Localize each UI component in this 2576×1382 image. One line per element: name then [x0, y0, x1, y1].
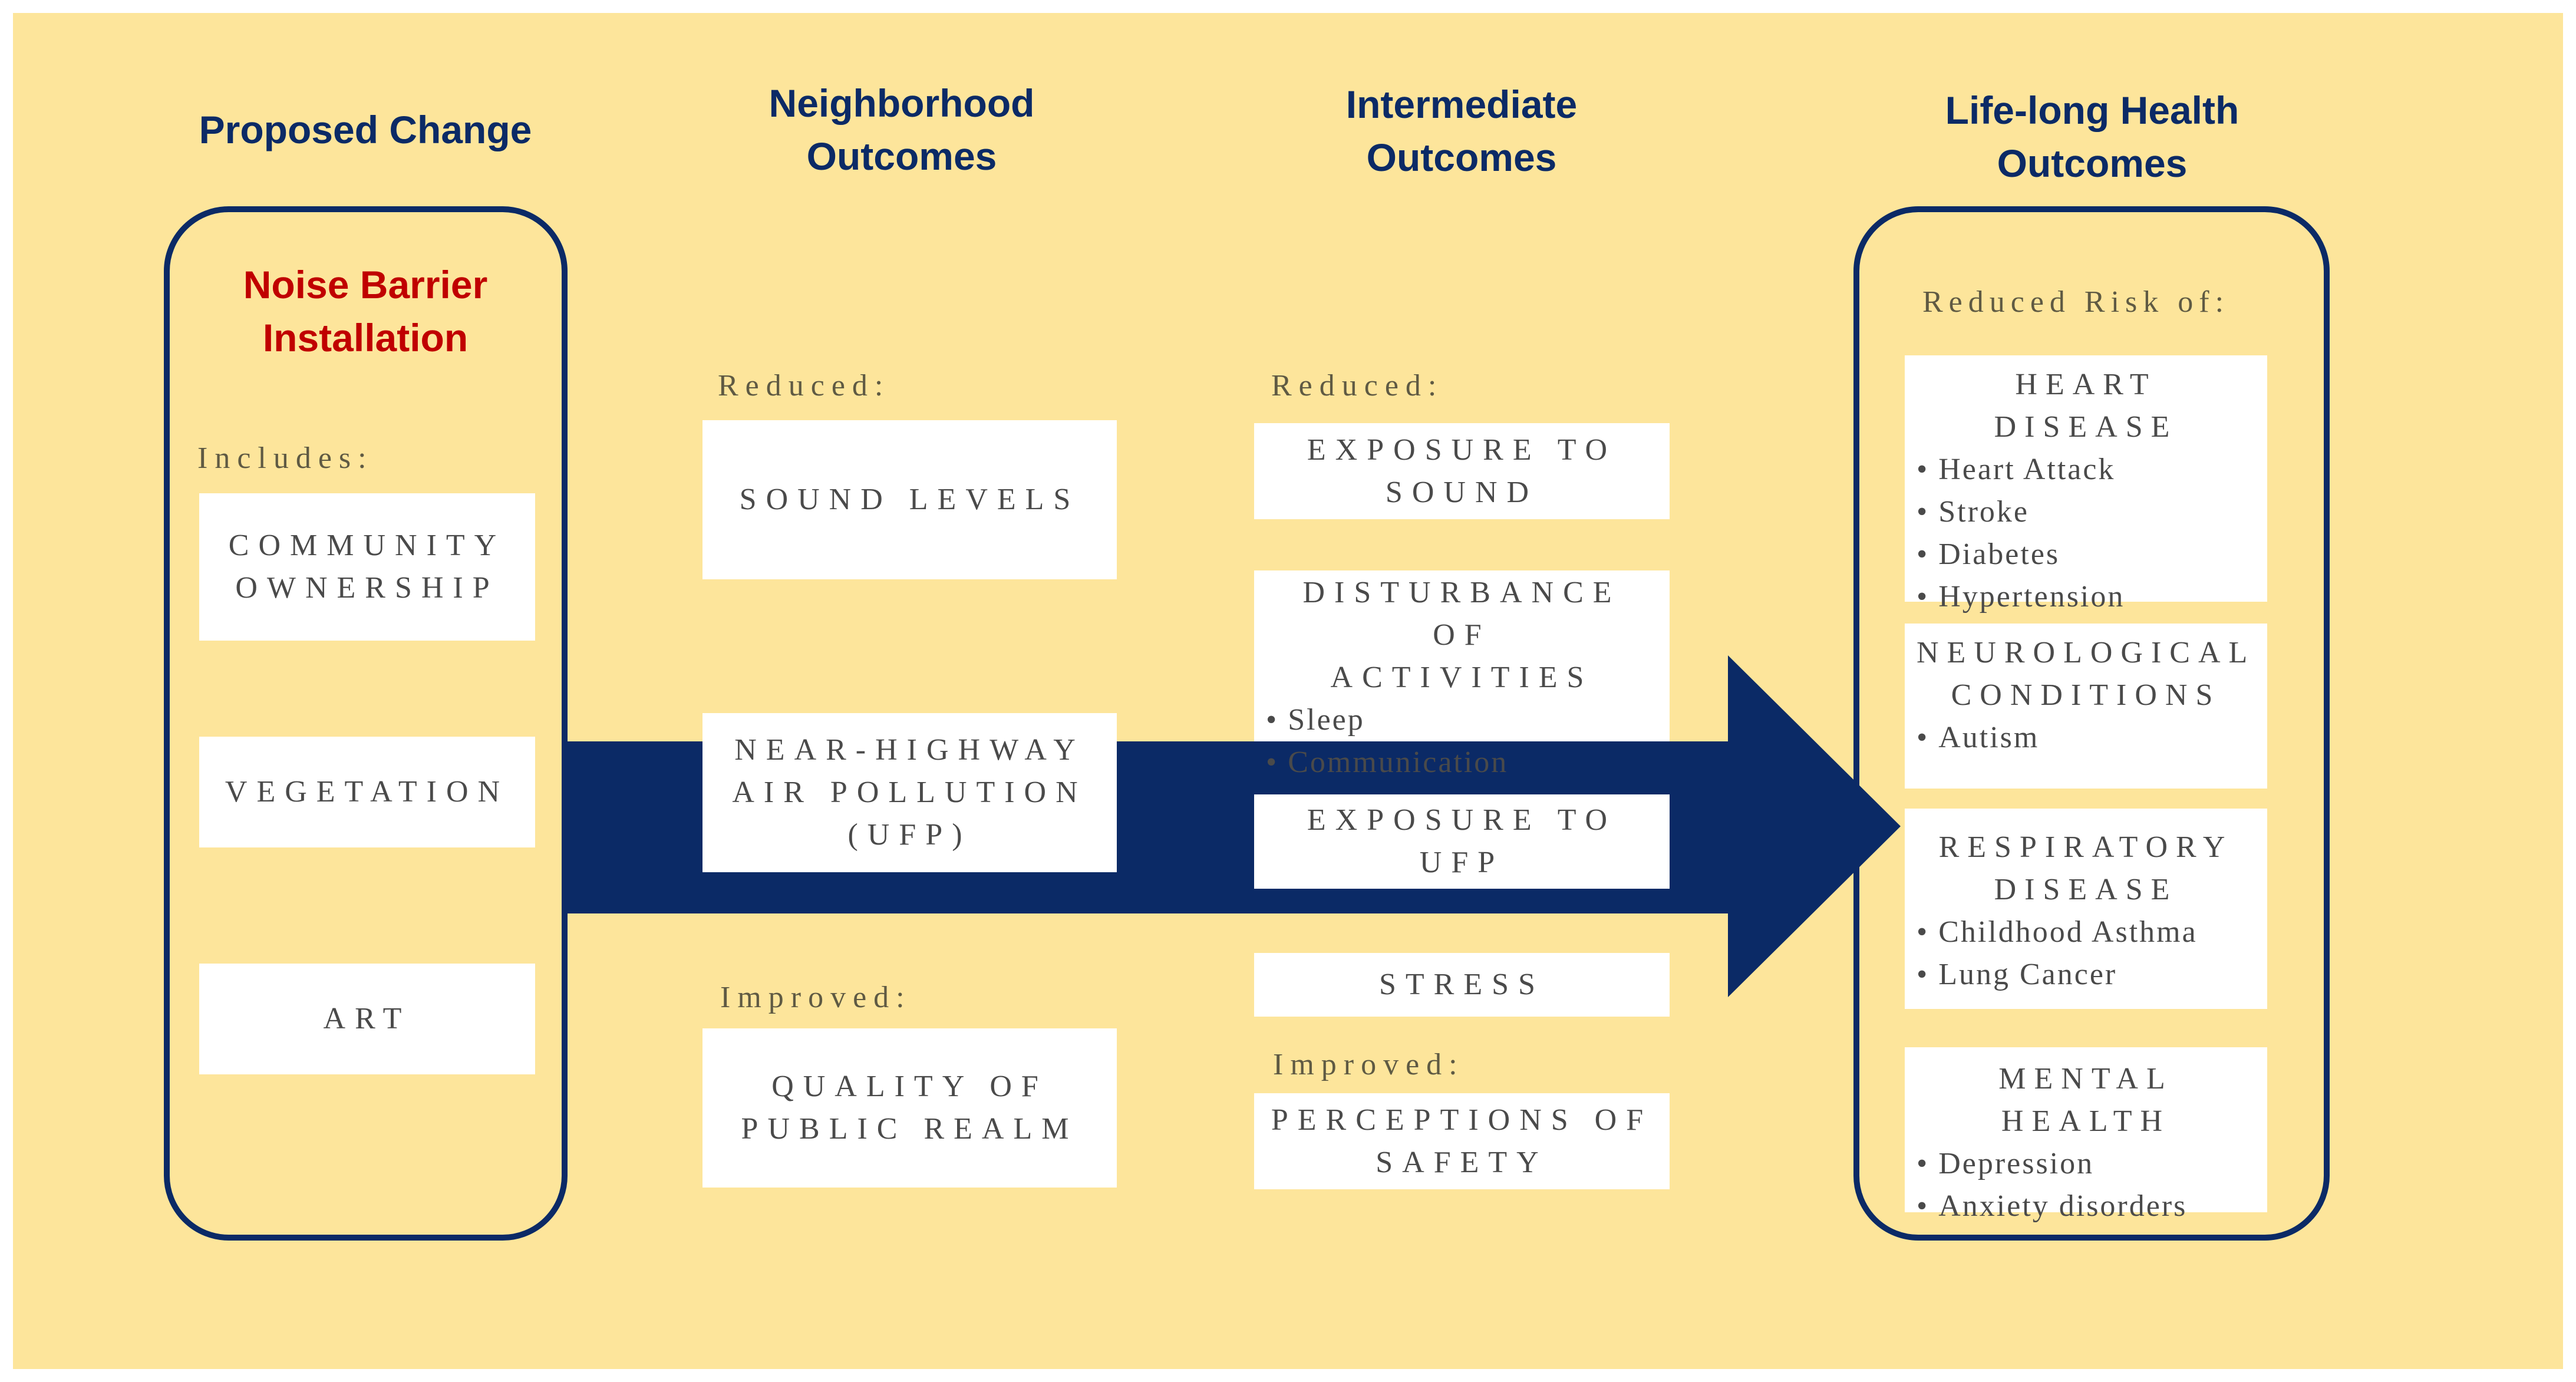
box-quality-public-realm: QUALITY OF PUBLIC REALM	[702, 1028, 1117, 1188]
header-lifelong-line-1: Life-long Health	[1945, 88, 2239, 132]
box-disturbance-of-activities: DISTURBANCE OF ACTIVITIES Sleep Communic…	[1254, 570, 1670, 779]
box-respiratory-disease: RESPIRATORY DISEASE Childhood Asthma Lun…	[1905, 809, 2267, 1009]
header-neighborhood-line-1: Neighborhood	[768, 81, 1035, 125]
box-exposure-to-sound: EXPOSURE TO SOUND	[1254, 423, 1670, 519]
bullet-lung-cancer: Lung Cancer	[1917, 954, 2255, 996]
header-proposed-line: Proposed Change	[199, 108, 532, 151]
exposure-sound-line-2: SOUND	[1385, 475, 1539, 509]
neighborhood-improved-label: Improved:	[720, 981, 912, 1014]
header-proposed-change: Proposed Change	[159, 103, 572, 156]
item-community-ownership: COMMUNITY OWNERSHIP	[199, 493, 535, 641]
heart-disease-title: HEART DISEASE	[1994, 368, 2178, 444]
header-neighborhood-outcomes: Neighborhood Outcomes	[695, 77, 1108, 183]
box-mental-health: MENTAL HEALTH Depression Anxiety disorde…	[1905, 1047, 2267, 1223]
proposed-title-line-1: Noise Barrier	[243, 263, 488, 306]
air-pollution-line-2: AIR POLLUTION	[732, 776, 1087, 809]
mental-health-title: MENTAL HEALTH	[1998, 1062, 2173, 1138]
public-realm-line-1: QUALITY OF	[771, 1070, 1048, 1103]
bullet-hypertension: Hypertension	[1917, 576, 2255, 618]
item-art: ART	[199, 964, 535, 1074]
box-perceptions-of-safety: PERCEPTIONS OF SAFETY	[1254, 1093, 1670, 1189]
art-label: ART	[323, 1002, 411, 1035]
neurological-bullets: Autism	[1917, 717, 2255, 759]
exposure-ufp-label: EXPOSURE TO UFP	[1307, 803, 1617, 879]
air-pollution-line-1: NEAR-HIGHWAY	[734, 733, 1085, 767]
disturbance-bullets: Sleep Communication	[1266, 699, 1508, 784]
bullet-diabetes: Diabetes	[1917, 533, 2255, 576]
respiratory-bullets: Childhood Asthma Lung Cancer	[1917, 911, 2255, 996]
community-ownership-line-1: COMMUNITY	[228, 529, 506, 562]
box-sound-levels: SOUND LEVELS	[702, 420, 1117, 579]
intermediate-reduced-label: Reduced:	[1271, 369, 1444, 403]
neighborhood-reduced-label: Reduced:	[718, 369, 890, 403]
vegetation-label: VEGETATION	[225, 775, 510, 809]
health-outcomes-frame	[1853, 206, 2330, 1241]
box-near-highway-air-pollution: NEAR-HIGHWAY AIR POLLUTION (UFP)	[702, 713, 1117, 872]
box-stress: STRESS	[1254, 953, 1670, 1017]
box-neurological-conditions: NEUROLOGICAL CONDITIONS Autism	[1905, 624, 2267, 789]
item-vegetation: VEGETATION	[199, 737, 535, 847]
bullet-autism: Autism	[1917, 717, 2255, 759]
public-realm-line-2: PUBLIC REALM	[741, 1112, 1078, 1146]
bullet-heart-attack: Heart Attack	[1917, 448, 2255, 491]
proposed-change-title: Noise Barrier Installation	[177, 258, 554, 364]
header-lifelong-health-outcomes: Life-long Health Outcomes	[1856, 84, 2328, 190]
safety-line-2: SAFETY	[1376, 1145, 1548, 1179]
respiratory-title-line-1: RESPIRATORY	[1938, 830, 2234, 864]
bullet-childhood-asthma: Childhood Asthma	[1917, 911, 2255, 954]
mental-health-bullets: Depression Anxiety disorders	[1917, 1143, 2255, 1228]
flow-arrow-shape	[563, 655, 1901, 997]
bullet-sleep: Sleep	[1266, 699, 1508, 741]
bullet-stroke: Stroke	[1917, 491, 2255, 533]
disturbance-line-2: ACTIVITIES	[1330, 661, 1594, 694]
bullet-anxiety-disorders: Anxiety disorders	[1917, 1185, 2255, 1228]
box-exposure-to-ufp: EXPOSURE TO UFP	[1254, 794, 1670, 889]
header-intermediate-line-1: Intermediate	[1345, 83, 1578, 126]
proposed-change-frame	[164, 206, 568, 1241]
header-neighborhood-line-2: Outcomes	[806, 134, 997, 178]
exposure-sound-line-1: EXPOSURE TO	[1307, 433, 1617, 467]
safety-line-1: PERCEPTIONS OF	[1271, 1103, 1653, 1137]
box-heart-disease: HEART DISEASE Heart Attack Stroke Diabet…	[1905, 355, 2267, 614]
stress-label: STRESS	[1379, 968, 1545, 1001]
header-lifelong-line-2: Outcomes	[1997, 141, 2188, 185]
neurological-title-line-1: NEUROLOGICAL	[1917, 636, 2256, 669]
includes-label: Includes:	[197, 441, 374, 475]
header-intermediate-outcomes: Intermediate Outcomes	[1255, 78, 1668, 184]
respiratory-title-line-2: DISEASE	[1994, 873, 2178, 906]
disturbance-line-1: DISTURBANCE OF	[1302, 576, 1621, 652]
intermediate-improved-label: Improved:	[1273, 1048, 1465, 1081]
bullet-depression: Depression	[1917, 1143, 2255, 1185]
community-ownership-line-2: OWNERSHIP	[235, 571, 499, 605]
neurological-title-line-2: CONDITIONS	[1951, 678, 2221, 712]
header-intermediate-line-2: Outcomes	[1366, 136, 1557, 179]
heart-disease-bullets: Heart Attack Stroke Diabetes Hypertensio…	[1917, 448, 2255, 618]
air-pollution-line-3: (UFP)	[847, 818, 972, 852]
sound-levels-label: SOUND LEVELS	[739, 483, 1080, 516]
proposed-title-line-2: Installation	[262, 316, 469, 359]
reduced-risk-label: Reduced Risk of:	[1922, 285, 2230, 319]
bullet-communication: Communication	[1266, 741, 1508, 784]
